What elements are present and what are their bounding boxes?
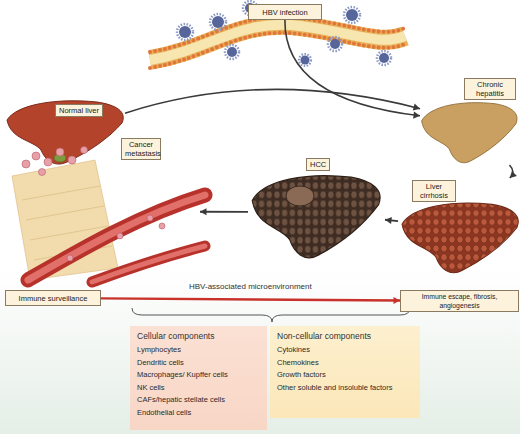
box-label: Immune escape, fibrosis, angiogenesis (403, 292, 516, 310)
connector (200, 211, 248, 213)
panel-item: Lymphocytes (137, 344, 260, 357)
connector (125, 89, 420, 113)
stage-label: Cancer metastasis (121, 138, 161, 160)
connector (509, 165, 512, 178)
box-label: Immune surveillance (19, 294, 88, 303)
arrow-head (393, 297, 400, 304)
box-label: HBV infection (262, 8, 307, 17)
label-box: HBV infection (248, 4, 322, 20)
normal-liver (7, 101, 123, 164)
label-box: Immune escape, fibrosis, angiogenesis (400, 290, 519, 312)
lipid-heads (150, 17, 405, 52)
arrow-head (200, 208, 207, 215)
stage-region: Normal liver (5, 100, 125, 165)
metastasis-illustration (12, 147, 205, 283)
panel-item: Growth factors (277, 369, 413, 382)
component-panel: Non-cellular componentsCytokinesChemokin… (270, 326, 420, 418)
virions (177, 1, 391, 66)
panel-item: Endothelial cells (137, 407, 260, 420)
panel-item: Chemokines (277, 357, 413, 370)
connector (101, 298, 400, 300)
panel-item: Cytokines (277, 344, 413, 357)
panel-item: Dendritic cells (137, 357, 260, 370)
stage-label: HCC (306, 158, 330, 171)
panel-heading: Cellular components (137, 330, 260, 342)
lipid-heads (150, 33, 405, 68)
connector (285, 20, 420, 116)
stage-region: Chronic hepatitis (420, 78, 518, 165)
cirrhotic-liver (402, 203, 518, 273)
arrow-head (413, 111, 420, 118)
component-panel: Cellular componentsLymphocytesDendritic … (130, 326, 267, 430)
arrow-head (413, 104, 420, 111)
arrow-head (510, 171, 517, 178)
hcc-liver (252, 176, 380, 258)
stage-region: Cancer metastasis (5, 138, 200, 285)
stage-label: Normal liver (55, 104, 103, 117)
stage-region: Liver cirrhosis (398, 178, 518, 278)
chronic-liver (422, 103, 517, 163)
stage-region: HCC (248, 156, 385, 268)
edge-label: HBV-associated microenvironment (189, 282, 312, 292)
panel-item: Other soluble and insoluble factors (277, 382, 413, 395)
arrow-head (385, 217, 392, 224)
stage-label: Chronic hepatitis (464, 78, 516, 100)
panel-heading: Non-cellular components (277, 330, 413, 342)
cell-membrane (150, 17, 405, 68)
panel-item: Macrophages/ Kupffer cells (137, 369, 260, 382)
brace (132, 308, 410, 322)
label-box: Immune surveillance (5, 290, 101, 306)
connector (385, 220, 398, 221)
panel-item: CAFs/hepatic stellate cells (137, 394, 260, 407)
stage-label: Liver cirrhosis (412, 180, 456, 202)
panel-item: NK cells (137, 382, 260, 395)
